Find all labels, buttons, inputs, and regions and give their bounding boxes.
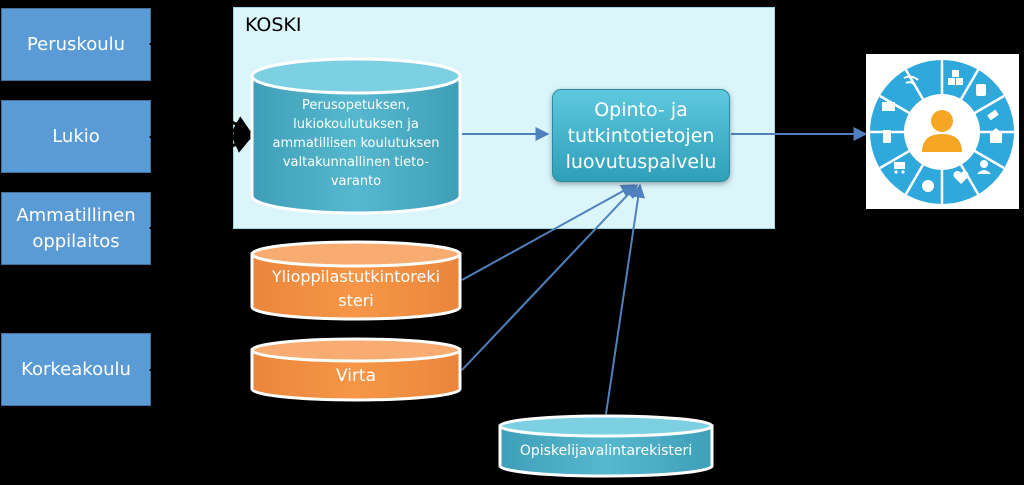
source-label: Korkeakoulu bbox=[21, 358, 131, 380]
registry-line: steri bbox=[338, 291, 374, 310]
koski-repository-cylinder bbox=[250, 57, 462, 215]
euro-coin-icon bbox=[922, 180, 934, 192]
heart-plus-icon bbox=[953, 170, 969, 184]
blocks-abc-icon bbox=[948, 70, 963, 85]
source-ammatillinen-oppilaitos: Ammatillinen oppilaitos bbox=[1, 192, 151, 265]
service-icon-wheel bbox=[866, 54, 1019, 209]
input-arrows bbox=[231, 116, 252, 153]
service-line: tutkintotietojen bbox=[567, 124, 715, 147]
repository-line: ammatillisen koulutuksen bbox=[272, 135, 440, 151]
koski-title: KOSKI bbox=[245, 14, 302, 36]
icon-wheel-graphic bbox=[870, 60, 1014, 204]
repository-line: Perusopetuksen, bbox=[302, 97, 410, 113]
virta-label: Virta bbox=[335, 366, 377, 386]
opiskelijavalintarekisteri-label: Opiskelijavalintarekisteri bbox=[519, 443, 693, 459]
source-lukio: Lukio bbox=[1, 100, 151, 173]
ylioppilastutkintorekisteri-cylinder bbox=[250, 240, 462, 321]
source-arrow-stubs bbox=[148, 38, 161, 376]
rating-stars-icon bbox=[977, 160, 991, 174]
ylioppilastutkintorekisteri-label: Ylioppilastutkintoreki steri bbox=[254, 262, 458, 316]
smartphone-icon bbox=[883, 130, 891, 143]
flow-arrows bbox=[461, 127, 868, 415]
koski-repository-label: Perusopetuksen, lukiokoulutuksen ja amma… bbox=[262, 96, 450, 190]
source-label: Lukio bbox=[52, 125, 100, 147]
monitor-icon bbox=[882, 102, 895, 111]
source-label-line: Ammatillinen bbox=[16, 204, 136, 226]
virta-cylinder bbox=[250, 337, 462, 402]
wifi-icon bbox=[903, 75, 919, 85]
repository-line: varanto bbox=[330, 173, 382, 189]
plug-icon bbox=[987, 109, 999, 121]
source-label: Peruskoulu bbox=[26, 33, 126, 55]
source-label-line: oppilaitos bbox=[32, 230, 120, 252]
bank-icon bbox=[989, 128, 1003, 143]
source-peruskoulu: Peruskoulu bbox=[1, 8, 151, 81]
service-line: Opinto- ja bbox=[594, 98, 688, 121]
opiskelijavalintarekisteri-cylinder bbox=[498, 414, 714, 478]
tram-icon bbox=[976, 84, 986, 96]
luovutuspalvelu-box: Opinto- ja tutkintotietojen luovutuspalv… bbox=[552, 89, 730, 182]
repository-line: valtakunnallinen tieto- bbox=[282, 154, 430, 170]
service-line: luovutuspalvelu bbox=[565, 150, 717, 173]
repository-line: lukiokoulutuksen ja bbox=[293, 116, 419, 132]
shopping-cart-icon bbox=[894, 162, 905, 174]
registry-line: Ylioppilastutkintoreki bbox=[271, 267, 441, 286]
person-icon bbox=[922, 110, 962, 152]
source-korkeakoulu: Korkeakoulu bbox=[1, 333, 151, 406]
